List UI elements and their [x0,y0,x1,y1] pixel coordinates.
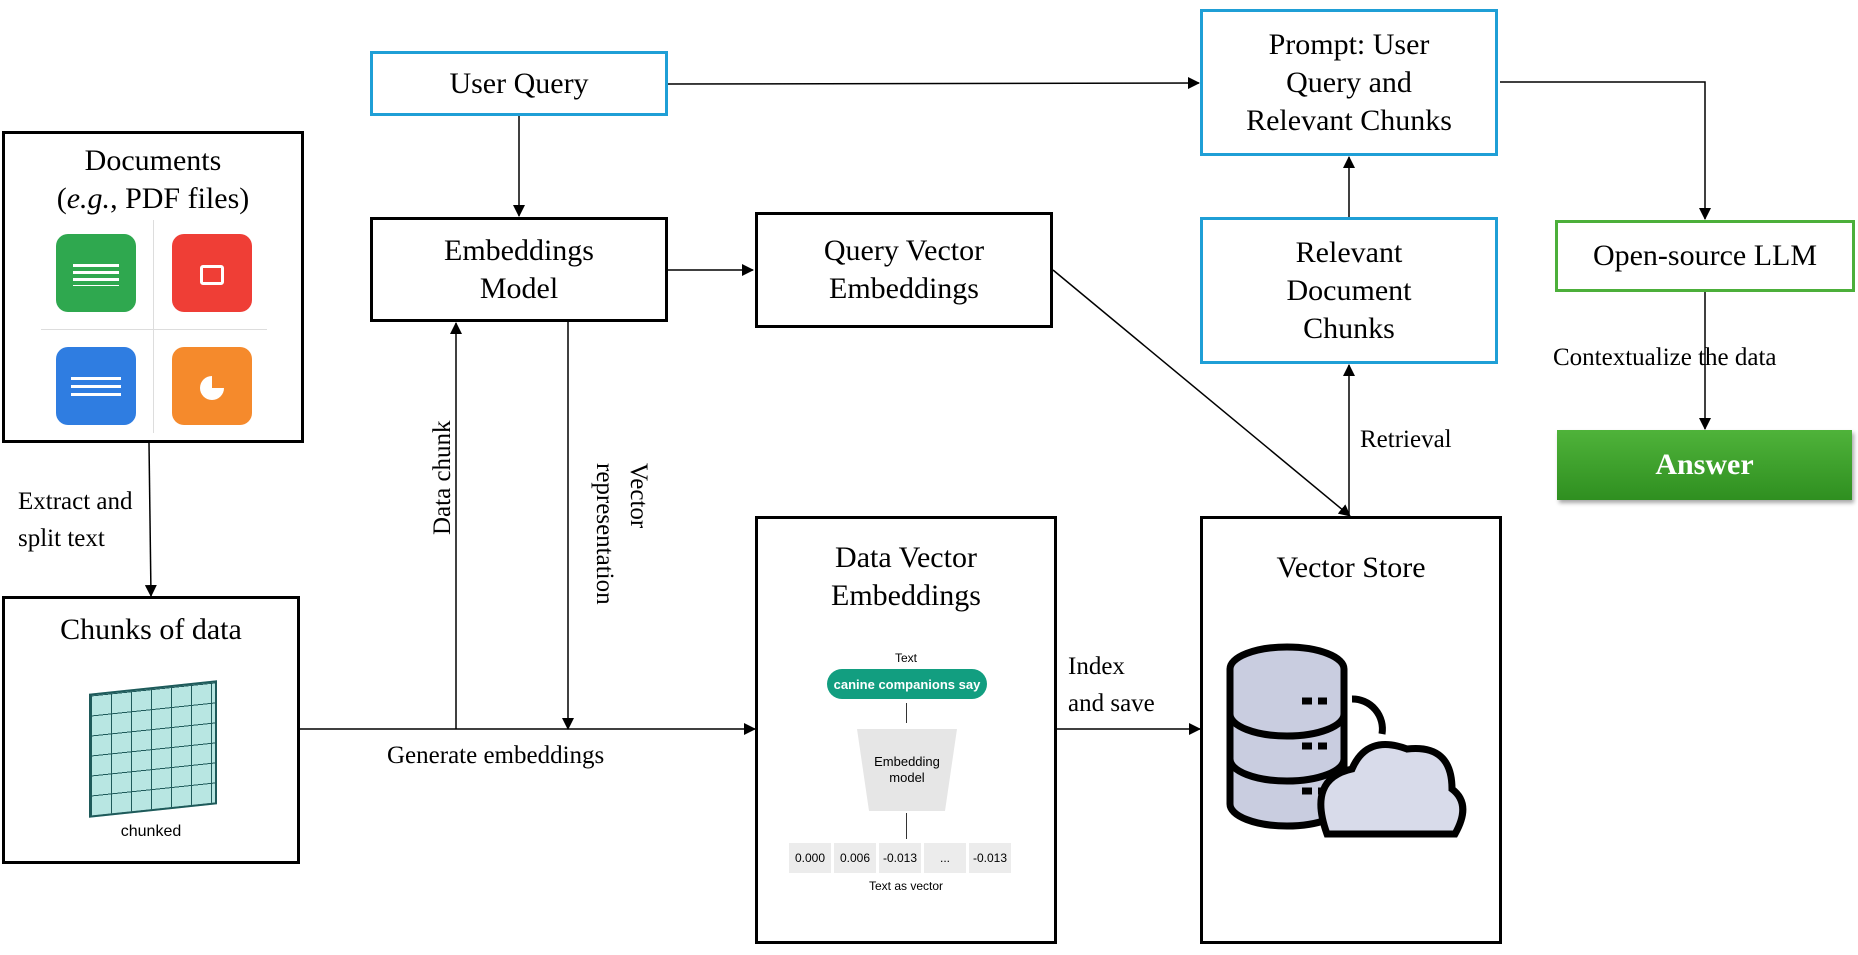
relevant-chunks-line3: Chunks [1303,311,1395,345]
llm-node: Open-source LLM [1555,220,1855,292]
retrieval-label: Retrieval [1360,426,1452,453]
vector-caption: Text as vector [868,879,944,893]
embedding-text-label: Text [894,651,917,665]
extract-label-line1: Extract and [18,488,133,515]
doc-file-icon [56,347,136,425]
vector-cell: ... [924,843,966,873]
pdf-file-icon [172,234,252,312]
relevant-chunks-node: Relevant Document Chunks [1200,217,1498,364]
prompt-line1: Prompt: User [1268,27,1430,61]
xls-file-icon [56,234,136,312]
embedding-model-trapezoid: Embedding model [857,729,957,811]
arrow-documents-to-chunks [144,442,157,597]
query-vector-line2: Embeddings [829,272,979,305]
vector-store-title: Vector Store [1276,551,1426,584]
chunks-node: Chunks of data chunked [2,596,300,864]
documents-title: Documents [84,144,222,177]
database-cloud-icon [1226,643,1467,838]
embeddings-model-line2: Model [479,271,559,305]
model-down-arrow [906,813,907,839]
user-query-label: User Query [449,66,589,100]
icon-grid-divider-h [41,329,267,330]
answer-label: Answer [1655,448,1754,481]
query-vector-line1: Query Vector [823,234,985,267]
pill-down-arrow [906,703,907,723]
prompt-node: Prompt: User Query and Relevant Chunks [1200,9,1498,156]
relevant-chunks-line2: Document [1286,273,1412,307]
data-vector-line2: Embeddings [831,579,981,612]
data-vector-node: Data Vector Embeddings Text canine compa… [755,516,1057,944]
arrow-query-vector-to-store [1052,269,1351,517]
extract-label-line2: split text [18,525,105,552]
documents-node: Documents (e.g., PDF files) [2,131,304,443]
vector-cells-row: 0.000 0.006 -0.013 ... -0.013 [789,843,1011,873]
vector-cell: -0.013 [969,843,1011,873]
vector-cell: -0.013 [879,843,921,873]
arrow-query-to-prompt [667,77,1200,90]
data-vector-line1: Data Vector [835,541,977,574]
arrow-prompt-to-llm [1500,81,1711,220]
embeddings-model-line1: Embeddings [444,233,594,267]
embedding-text-pill: canine companions say [827,669,987,699]
query-vector-node: Query Vector Embeddings [755,212,1053,328]
user-query-node: User Query [370,51,668,116]
answer-node: Answer [1557,430,1852,500]
vector-cell: 0.006 [834,843,876,873]
chunks-title: Chunks of data [60,613,242,646]
documents-subtitle: (e.g., PDF files) [56,182,250,215]
chunks-caption: chunked [120,823,182,840]
index-label-line2: and save [1068,690,1155,717]
generate-embeddings-label: Generate embeddings [387,742,605,769]
llm-label: Open-source LLM [1592,239,1818,272]
icon-grid-divider-v [153,220,154,433]
data-chunk-label: Data chunk [429,420,456,535]
vector-store-node: Vector Store [1200,516,1502,944]
vector-cell: 0.000 [789,843,831,873]
index-label-line1: Index [1068,653,1125,680]
contextualize-label: Contextualize the data [1553,344,1777,371]
prompt-line2: Query and [1286,65,1412,99]
relevant-chunks-line1: Relevant [1295,235,1403,269]
prompt-line3: Relevant Chunks [1246,103,1452,137]
embeddings-model-node: Embeddings Model [370,217,668,322]
cubes-icon [89,680,217,818]
vector-rep-label-line1: Vector [625,463,652,529]
ppt-file-icon [172,347,252,425]
vector-rep-label-line2: representation [591,463,618,605]
